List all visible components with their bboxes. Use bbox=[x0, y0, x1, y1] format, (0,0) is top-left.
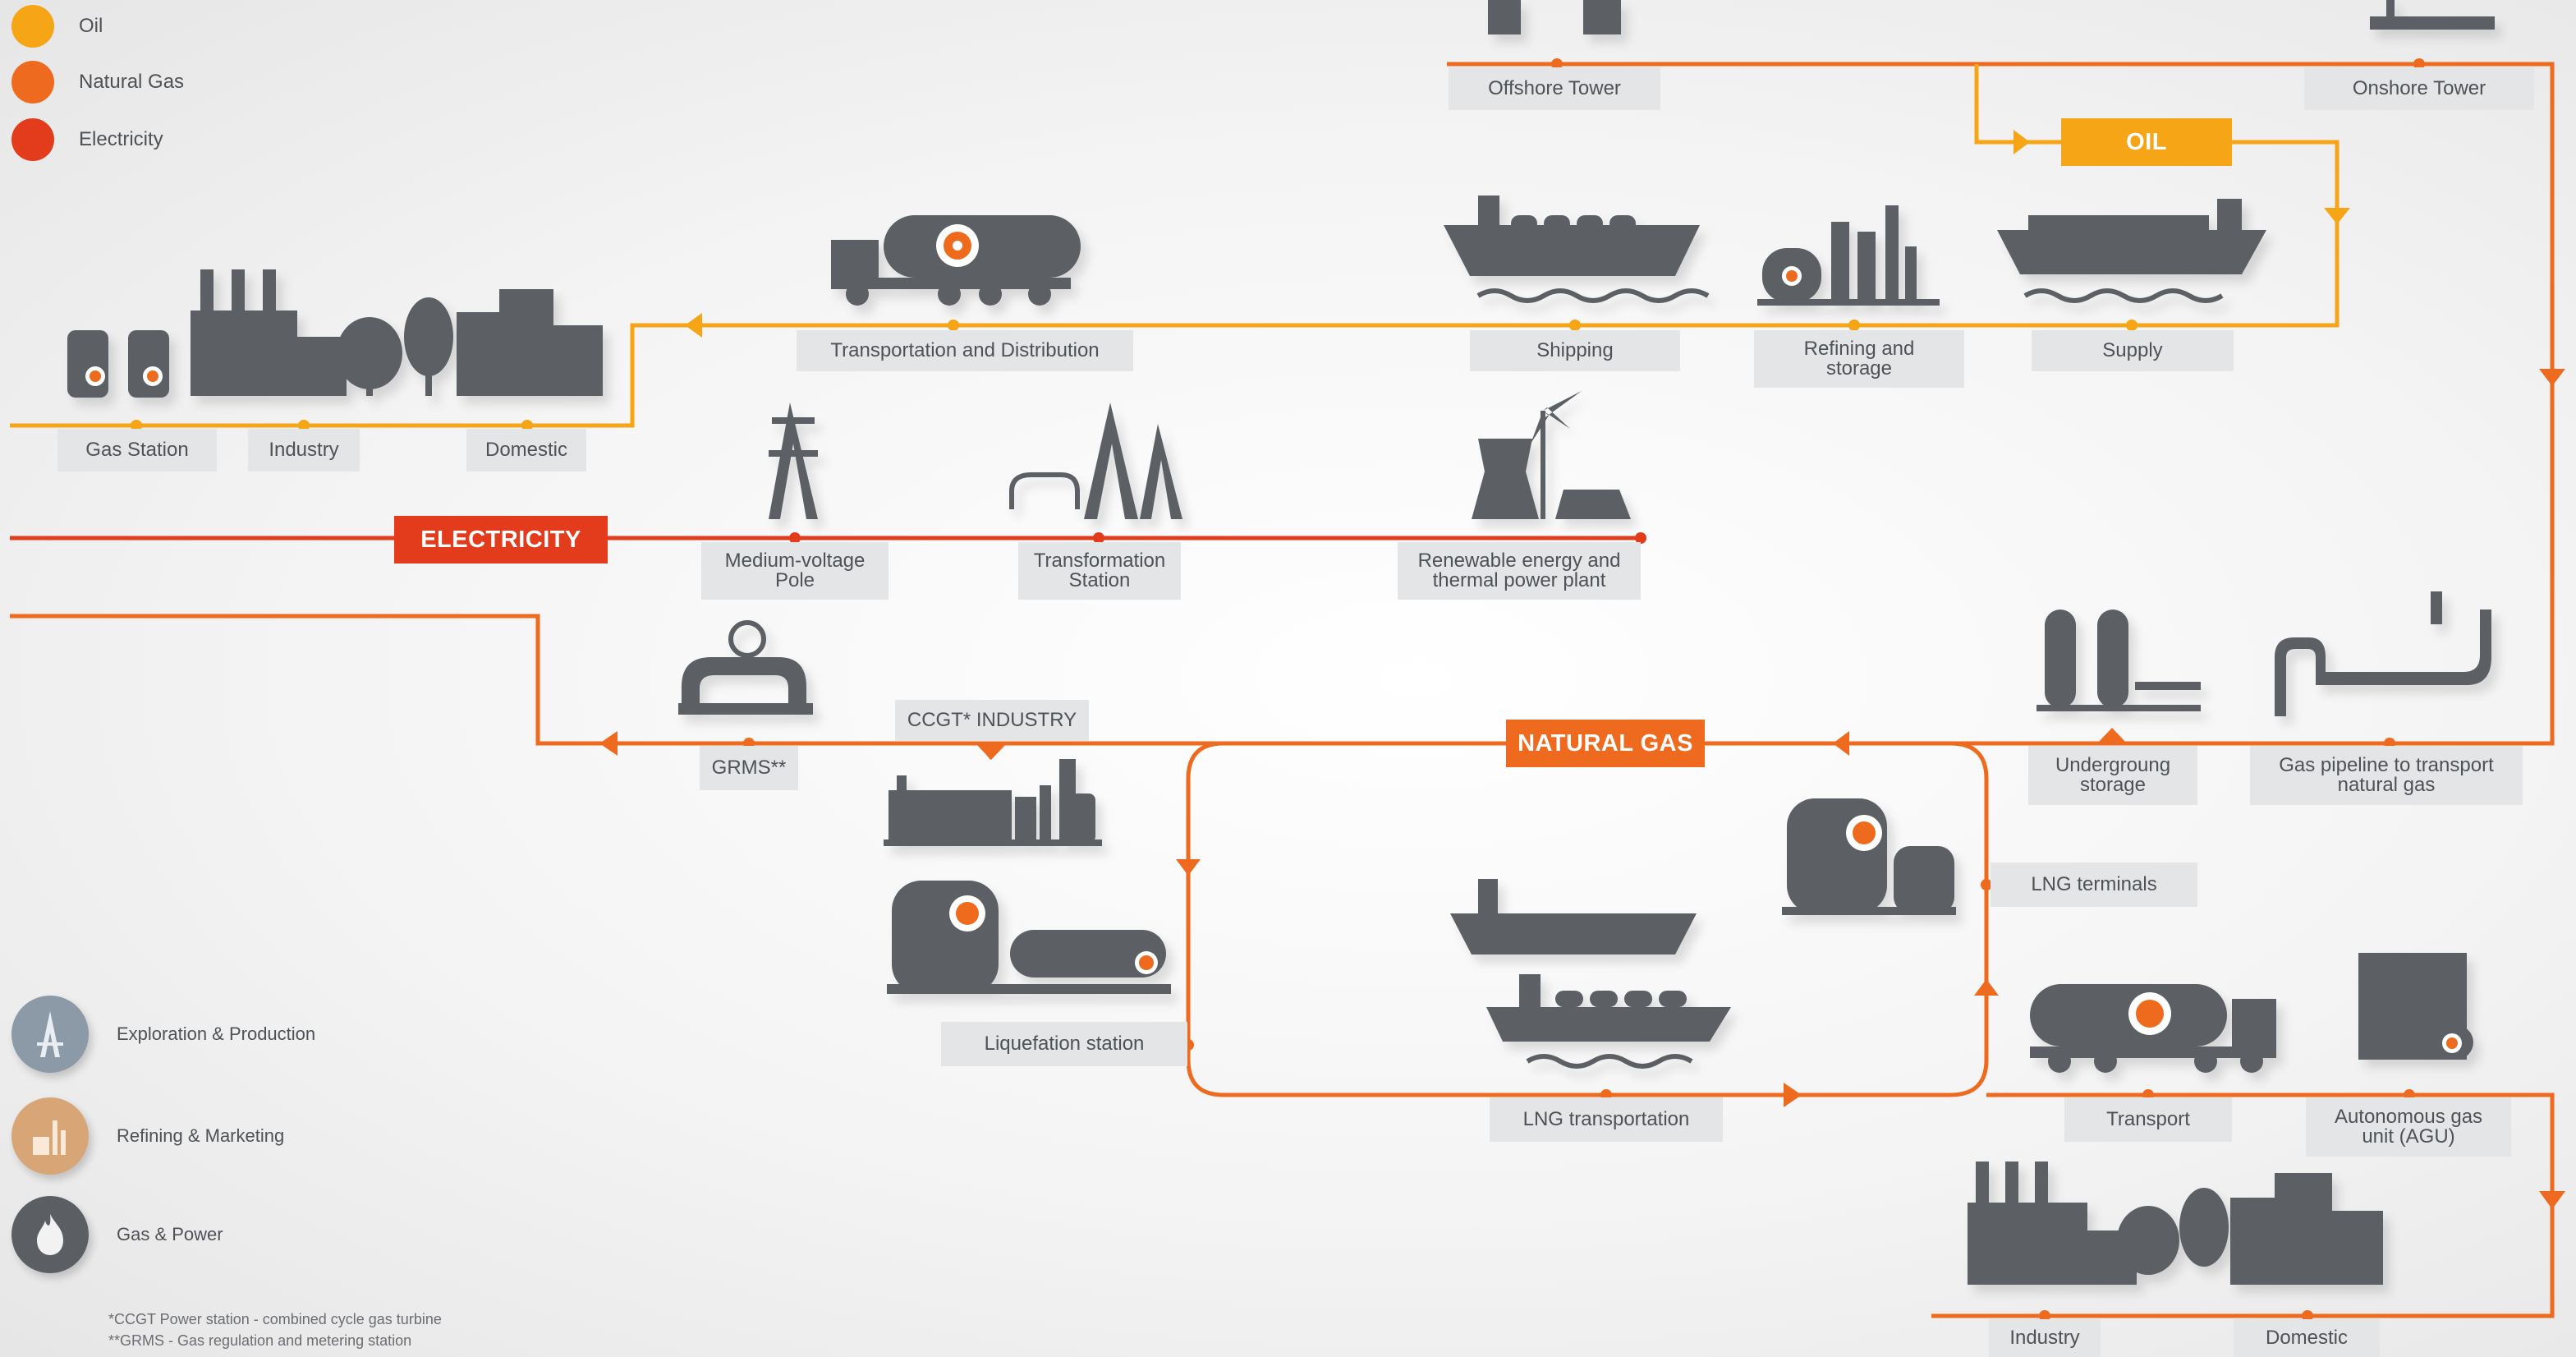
liquefaction-icon bbox=[887, 881, 1171, 994]
legend-natural-gas-label: Natural Gas bbox=[79, 71, 185, 93]
industry-bottom-label: Industry bbox=[1989, 1319, 2101, 1357]
oil-color-swatch bbox=[11, 5, 54, 48]
segment-refining-label: Refining & Marketing bbox=[117, 1125, 285, 1146]
factory-bottom-icon bbox=[1968, 1162, 2137, 1285]
lng-transportation-label: LNG transportation bbox=[1490, 1097, 1723, 1142]
gas-pipeline-icon bbox=[2275, 591, 2491, 716]
gas-pipeline-label: Gas pipeline to transport natural gas bbox=[2250, 746, 2523, 805]
lng-ship-icon bbox=[1444, 196, 1710, 303]
tanker-truck-icon bbox=[831, 215, 1081, 306]
lng-terminal-icon bbox=[1782, 798, 1956, 915]
gas-station-label: Gas Station bbox=[57, 429, 217, 472]
oil-rig-icon bbox=[37, 1011, 63, 1057]
transformation-station-icon bbox=[1009, 402, 1182, 519]
segment-gas-power-label: Gas & Power bbox=[117, 1224, 223, 1244]
natural-gas-lines bbox=[10, 62, 2555, 1318]
legend-electricity-label: Electricity bbox=[79, 128, 163, 150]
grms-label: GRMS** bbox=[700, 746, 798, 790]
segment-exploration: Exploration & Production bbox=[11, 996, 315, 1073]
power-plant-icon bbox=[1472, 391, 1631, 519]
segment-exploration-label: Exploration & Production bbox=[117, 1024, 316, 1044]
refinery-icon bbox=[1757, 205, 1940, 306]
offshore-tower-label: Offshore Tower bbox=[1449, 67, 1660, 110]
liquefaction-station-label: Liquefation station bbox=[941, 1022, 1187, 1066]
houses-icon bbox=[457, 289, 603, 396]
transport-label: Transport bbox=[2064, 1097, 2232, 1142]
tanker-ship-icon bbox=[1997, 199, 2266, 303]
domestic-bottom-label: Domestic bbox=[2234, 1319, 2380, 1357]
legend-oil-label: Oil bbox=[79, 15, 103, 37]
underground-storage-icon bbox=[2036, 610, 2201, 711]
refinery-small-icon bbox=[33, 1120, 66, 1155]
onshore-tower-label: Onshore Tower bbox=[2304, 67, 2534, 110]
electricity-tag: ELECTRICITY bbox=[394, 516, 608, 564]
medium-voltage-pole-label: Medium-voltage Pole bbox=[701, 542, 889, 600]
natural-gas-tag: NATURAL GAS bbox=[1506, 720, 1705, 767]
transportation-distribution-label: Transportation and Distribution bbox=[797, 330, 1133, 371]
agu-label: Autonomous gas unit (AGU) bbox=[2306, 1097, 2511, 1157]
onshore-tower-icon bbox=[2370, 0, 2495, 30]
factory-icon bbox=[191, 269, 347, 396]
lng-terminals-label: LNG terminals bbox=[1991, 862, 2197, 907]
electricity-color-swatch bbox=[11, 118, 54, 161]
legend-natural-gas: Natural Gas bbox=[11, 61, 184, 104]
offshore-tower-icon bbox=[1488, 0, 1621, 34]
natural-gas-color-swatch bbox=[11, 61, 54, 104]
industry-label: Industry bbox=[248, 429, 360, 472]
segment-refining: Refining & Marketing bbox=[11, 1097, 284, 1175]
shipping-label: Shipping bbox=[1470, 330, 1680, 371]
flame-icon bbox=[37, 1214, 63, 1255]
legend-electricity: Electricity bbox=[11, 118, 163, 161]
ccgt-industry-icon bbox=[884, 759, 1102, 846]
ccgt-industry-label: CCGT* INDUSTRY bbox=[895, 700, 1089, 741]
grms-icon bbox=[678, 620, 813, 715]
oil-tag: OIL bbox=[2061, 118, 2232, 166]
footnote-ccgt: *CCGT Power station - combined cycle gas… bbox=[108, 1311, 442, 1327]
agu-icon bbox=[2358, 953, 2473, 1060]
lng-transport-ship-icon bbox=[1450, 879, 1731, 1069]
oil-lines bbox=[10, 64, 2340, 428]
refining-storage-label: Refining and storage bbox=[1754, 330, 1964, 388]
renewable-plant-label: Renewable energy and thermal power plant bbox=[1398, 542, 1641, 600]
gas-power-badge bbox=[11, 1196, 89, 1273]
electricity-pole-icon bbox=[769, 402, 818, 519]
footnote-grms: **GRMS - Gas regulation and metering sta… bbox=[108, 1332, 412, 1349]
houses-bottom-icon bbox=[2230, 1173, 2383, 1285]
trees-icon bbox=[337, 297, 453, 396]
segment-gas-power: Gas & Power bbox=[11, 1196, 223, 1273]
gas-station-icon bbox=[67, 330, 169, 398]
tanker-truck-bottom-icon bbox=[2030, 984, 2276, 1073]
transformation-station-label: Transformation Station bbox=[1018, 542, 1181, 600]
trees-bottom-icon bbox=[2117, 1188, 2229, 1275]
refining-badge bbox=[11, 1097, 89, 1175]
domestic-label: Domestic bbox=[466, 429, 586, 472]
exploration-badge bbox=[11, 996, 89, 1073]
supply-label: Supply bbox=[2032, 330, 2234, 371]
legend-oil: Oil bbox=[11, 5, 103, 48]
underground-storage-label: Undergroung storage bbox=[2028, 746, 2197, 805]
